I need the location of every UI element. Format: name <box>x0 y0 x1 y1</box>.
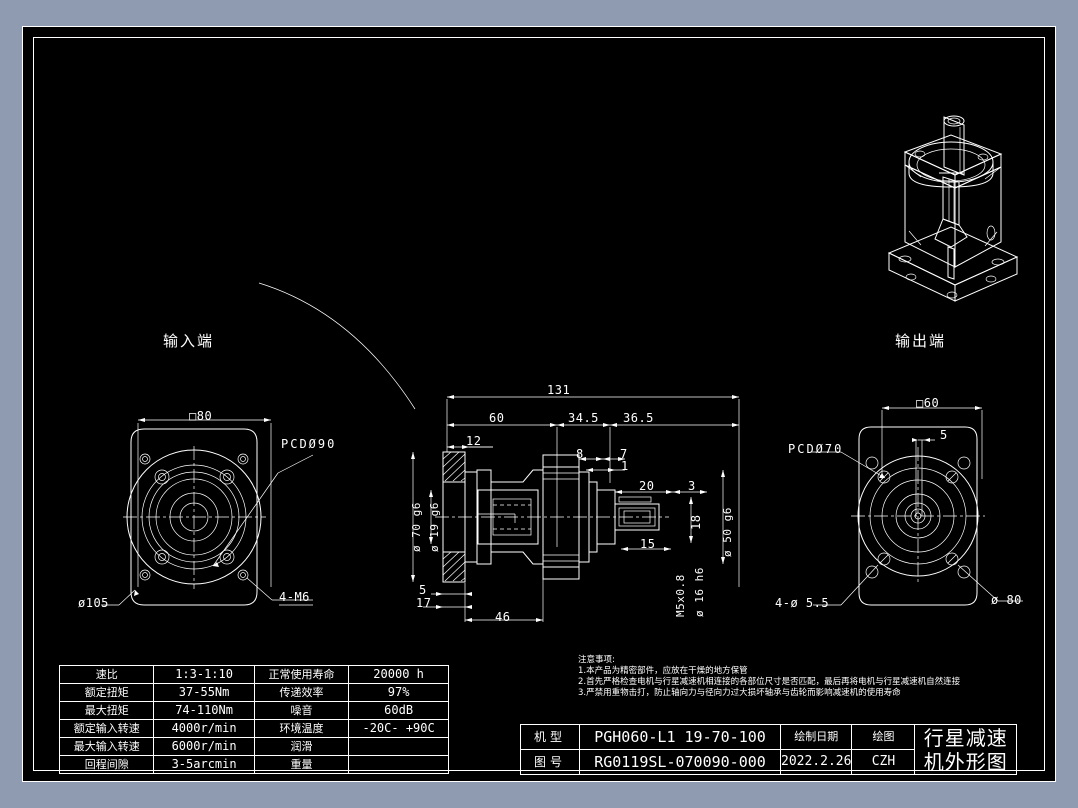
table-row: 机型 PGH060-L1 19-70-100 绘制日期 绘图 行星减速机外形图 <box>520 724 1017 775</box>
dim-3: 3 <box>688 479 696 493</box>
right-face-view <box>811 406 1023 606</box>
table-row: 图号 RG0119SL-070090-000 2022.2.26 CZH <box>520 749 1017 775</box>
dim-left-od: ø105 <box>78 596 109 610</box>
spec-label: 回程间隙 <box>58 755 155 774</box>
dim-5-left: 5 <box>419 583 427 597</box>
spec-label: 最大输入转速 <box>58 737 155 756</box>
dim-left-square: □80 <box>189 409 213 423</box>
note-line: 2.首先严格检查电机与行星减速机相连接的各部位尺寸是否匹配，最后再将电机与行星减… <box>578 677 961 687</box>
spec-label: 最大扭矩 <box>58 701 155 720</box>
table-row: 最大扭矩 74-110Nm 噪音 60dB <box>58 701 449 720</box>
output-end-label: 输出端 <box>895 332 947 350</box>
model-label: 机型 <box>520 724 580 750</box>
note-line: 1.本产品为精密部件，应放在干燥的地方保管 <box>578 666 748 676</box>
dim-15: 15 <box>640 537 656 551</box>
spec-label: 额定输入转速 <box>58 719 155 738</box>
spec-value: 74-110Nm <box>153 701 255 720</box>
spec-label: 正常使用寿命 <box>253 665 350 684</box>
left-face-view <box>101 418 314 606</box>
model-value: PGH060-L1 19-70-100 <box>579 724 781 750</box>
dim-right-od: ø 80 <box>991 593 1022 607</box>
table-row: 速比 1:3-1:10 正常使用寿命 20000 h <box>58 665 449 684</box>
isometric-view <box>887 115 1019 302</box>
spec-label: 速比 <box>58 665 155 684</box>
spec-value <box>348 737 449 756</box>
spec-label: 环境温度 <box>253 719 350 738</box>
dim-right-key: 5 <box>940 428 948 442</box>
spec-value: 97% <box>348 683 449 702</box>
date-value: 2022.2.26 <box>779 749 853 775</box>
spec-label: 噪音 <box>253 701 350 720</box>
spec-value: 6000r/min <box>153 737 255 756</box>
drawno-label: 图号 <box>520 749 580 775</box>
spec-value: -20C- +90C <box>348 719 449 738</box>
spec-value <box>348 755 449 774</box>
dim-17: 17 <box>416 596 432 610</box>
spec-value: 3-5arcmin <box>153 755 255 774</box>
table-row: 额定输入转速 4000r/min 环境温度 -20C- +90C <box>58 719 449 738</box>
table-row: 额定扭矩 37-55Nm 传递效率 97% <box>58 683 449 702</box>
table-row: 最大输入转速 6000r/min 润滑 <box>58 737 449 756</box>
dim-20: 20 <box>639 479 655 493</box>
drawn-label: 绘图 <box>851 724 916 750</box>
spec-value: 4000r/min <box>153 719 255 738</box>
title-block: 机型 PGH060-L1 19-70-100 绘制日期 绘图 行星减速机外形图 … <box>520 724 1017 775</box>
drawing-sheet: □80 PCDØ90 ø105 4-M6 输入端 <box>22 26 1056 782</box>
dim-34-5: 34.5 <box>568 411 599 425</box>
spec-label: 额定扭矩 <box>58 683 155 702</box>
dim-total-length: 131 <box>547 383 571 397</box>
dim-7: 7 <box>620 447 628 461</box>
dim-left-bolts: 4-M6 <box>279 590 310 604</box>
specifications-table: 速比 1:3-1:10 正常使用寿命 20000 h 额定扭矩 37-55Nm … <box>58 665 449 774</box>
drawno-value: RG0119SL-070090-000 <box>579 749 781 775</box>
spec-value: 60dB <box>348 701 449 720</box>
spec-label: 重量 <box>253 755 350 774</box>
date-label: 绘制日期 <box>779 724 853 750</box>
spec-value: 1:3-1:10 <box>153 665 255 684</box>
dim-8: 8 <box>576 447 584 461</box>
dim-1: 1 <box>621 459 629 473</box>
spec-label: 润滑 <box>253 737 350 756</box>
dim-46: 46 <box>495 610 511 624</box>
table-row: 回程间隙 3-5arcmin 重量 <box>58 755 449 774</box>
dim-right-pcd: PCDØ70 <box>788 442 844 456</box>
dim-left-pcd: PCDØ90 <box>281 437 337 451</box>
notes-heading: 注意事项: <box>578 655 615 665</box>
spec-value: 37-55Nm <box>153 683 255 702</box>
dim-12: 12 <box>466 434 482 448</box>
dim-right-bolts: 4-ø 5.5 <box>775 596 830 610</box>
spec-value: 20000 h <box>348 665 449 684</box>
drawn-value: CZH <box>851 749 916 775</box>
sketch-arc <box>258 282 416 410</box>
drawing-title: 行星减速机外形图 <box>914 724 1017 775</box>
dim-right-square: □60 <box>916 396 940 410</box>
note-line: 3.严禁用重物击打，防止轴向力与径向力过大损坏轴承与齿轮而影响减速机的使用寿命 <box>578 688 901 698</box>
dim-60: 60 <box>489 411 505 425</box>
notes-block: 注意事项: 1.本产品为精密部件，应放在干燥的地方保管 2.首先严格检查电机与行… <box>578 655 960 699</box>
section-view <box>411 395 740 622</box>
input-end-label: 输入端 <box>163 332 215 350</box>
dim-36-5: 36.5 <box>623 411 654 425</box>
spec-label: 传递效率 <box>253 683 350 702</box>
